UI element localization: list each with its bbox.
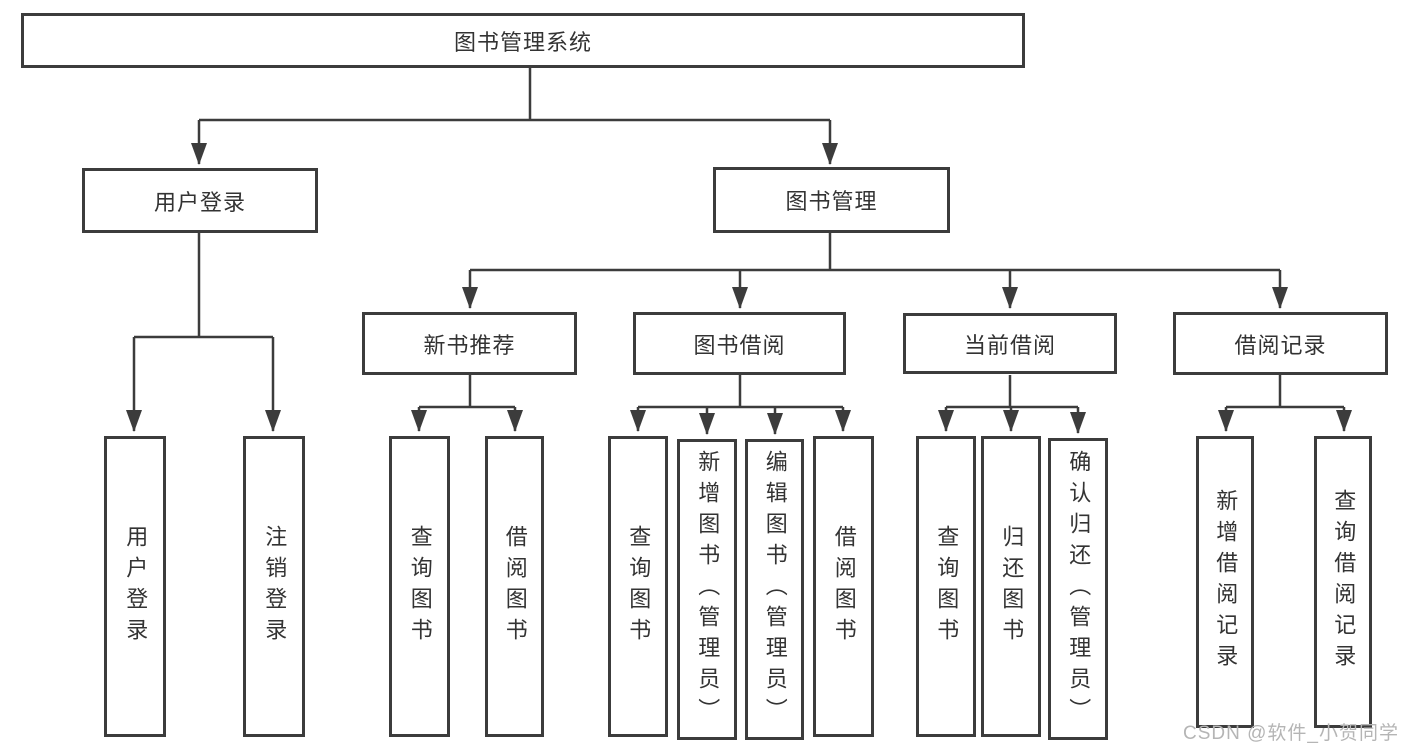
leaf-query-books-1-label: 查询图书	[407, 524, 433, 649]
leaf-add-book-admin-label: 新增图书（管理员）	[695, 450, 721, 729]
node-book-borrow: 图书借阅	[633, 312, 846, 375]
node-root: 图书管理系统	[21, 13, 1025, 68]
leaf-add-borrow-record-label: 新增借阅记录	[1213, 489, 1239, 675]
leaf-return-book-label: 归还图书	[999, 524, 1025, 649]
leaf-add-book-admin: 新增图书（管理员）	[677, 439, 737, 740]
node-new-book-recommend-label: 新书推荐	[423, 332, 516, 358]
watermark-text: CSDN @软件_小贺同学	[1183, 723, 1399, 744]
node-book-management-label: 图书管理	[785, 189, 878, 214]
leaf-query-books-2-label: 查询图书	[626, 524, 652, 649]
leaf-confirm-return-admin: 确认归还（管理员）	[1048, 438, 1108, 740]
leaf-logout-label: 注销登录	[262, 524, 288, 649]
leaf-query-books-2: 查询图书	[608, 436, 668, 737]
leaf-user-login: 用户登录	[104, 436, 166, 737]
leaf-confirm-return-admin-label: 确认归还（管理员）	[1066, 449, 1092, 729]
node-current-borrow: 当前借阅	[903, 313, 1117, 374]
node-root-label: 图书管理系统	[453, 29, 592, 55]
node-borrow-records-label: 借阅记录	[1234, 332, 1327, 358]
node-user-login-label: 用户登录	[153, 189, 246, 215]
leaf-borrow-books-1: 借阅图书	[485, 436, 544, 737]
leaf-query-books-3-label: 查询图书	[934, 524, 960, 649]
node-book-borrow-label: 图书借阅	[693, 332, 786, 358]
leaf-user-login-label: 用户登录	[123, 524, 149, 649]
leaf-add-borrow-record: 新增借阅记录	[1196, 436, 1254, 728]
leaf-borrow-books-2-label: 借阅图书	[831, 524, 857, 649]
leaf-edit-book-admin: 编辑图书（管理员）	[745, 439, 804, 740]
leaf-logout: 注销登录	[243, 436, 305, 737]
leaf-borrow-books-1-label: 借阅图书	[502, 524, 528, 649]
node-current-borrow-label: 当前借阅	[963, 332, 1056, 358]
node-book-management: 图书管理	[713, 167, 950, 233]
leaf-borrow-books-2: 借阅图书	[813, 436, 874, 737]
leaf-query-books-1: 查询图书	[389, 436, 450, 737]
leaf-query-borrow-record: 查询借阅记录	[1314, 436, 1372, 728]
node-borrow-records: 借阅记录	[1173, 312, 1388, 375]
leaf-edit-book-admin-label: 编辑图书（管理员）	[762, 450, 788, 729]
leaf-query-borrow-record-label: 查询借阅记录	[1331, 489, 1357, 675]
node-new-book-recommend: 新书推荐	[362, 312, 577, 375]
node-user-login: 用户登录	[82, 168, 318, 233]
leaf-return-book: 归还图书	[981, 436, 1041, 737]
leaf-query-books-3: 查询图书	[916, 436, 976, 737]
